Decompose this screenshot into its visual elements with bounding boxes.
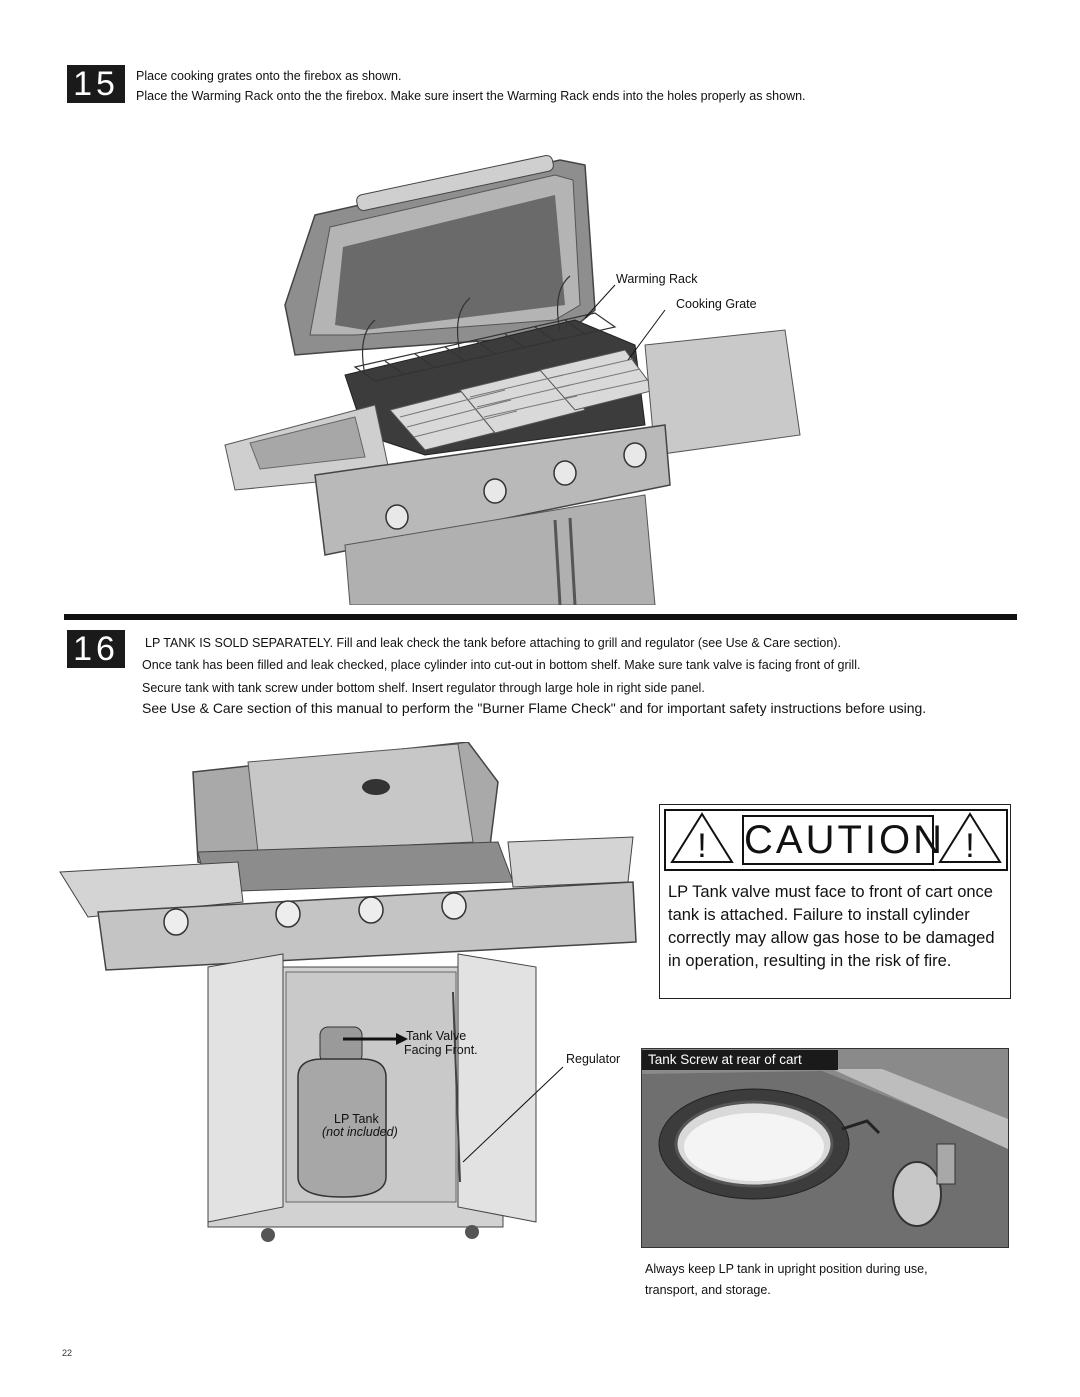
warning-triangle-icon: ! bbox=[670, 812, 734, 865]
step-15-instruction-2: Place the Warming Rack onto the the fire… bbox=[136, 89, 806, 103]
svg-text:!: ! bbox=[965, 827, 974, 865]
caution-header: ! CAUTION ! bbox=[664, 809, 1008, 871]
step-16-instruction-4: See Use & Care section of this manual to… bbox=[142, 700, 927, 716]
tank-valve-callout-2: Facing Front. bbox=[404, 1043, 478, 1057]
step-16-badge: 16 bbox=[67, 630, 125, 668]
tank-screw-inset bbox=[641, 1048, 1009, 1248]
not-included-callout: (not included) bbox=[322, 1125, 398, 1139]
grill-open-illustration bbox=[224, 155, 801, 605]
inset-caption-line-2: transport, and storage. bbox=[645, 1283, 771, 1297]
caution-heading: CAUTION bbox=[742, 815, 942, 865]
caution-body: LP Tank valve must face to front of cart… bbox=[668, 883, 995, 970]
step-16-instruction-3: Secure tank with tank screw under bottom… bbox=[142, 681, 705, 695]
step-16-instruction-1: LP TANK IS SOLD SEPARATELY. Fill and lea… bbox=[145, 636, 841, 650]
regulator-callout: Regulator bbox=[566, 1052, 621, 1066]
inset-caption-line-1: Always keep LP tank in upright position … bbox=[645, 1262, 928, 1276]
cooking-grate-callout: Cooking Grate bbox=[676, 297, 757, 311]
step-15-badge: 15 bbox=[67, 65, 125, 103]
tank-valve-callout-1: Tank Valve bbox=[406, 1029, 467, 1043]
warning-triangle-icon: ! bbox=[938, 812, 1002, 865]
section-divider bbox=[64, 614, 1017, 620]
page-number: 22 bbox=[62, 1348, 73, 1358]
tank-screw-illustration bbox=[642, 1049, 1008, 1247]
warming-rack-callout: Warming Rack bbox=[616, 272, 698, 286]
grill-closed-tank-illustration bbox=[59, 742, 637, 1242]
step-15-instruction-1: Place cooking grates onto the firebox as… bbox=[136, 69, 402, 83]
svg-text:!: ! bbox=[697, 827, 706, 865]
lp-tank-callout: LP Tank bbox=[334, 1112, 379, 1126]
caution-box: ! CAUTION ! LP Tank valve must face to f… bbox=[659, 804, 1011, 999]
step-16-instruction-2: Once tank has been filled and leak check… bbox=[142, 658, 861, 672]
tank-screw-label: Tank Screw at rear of cart bbox=[642, 1050, 838, 1070]
